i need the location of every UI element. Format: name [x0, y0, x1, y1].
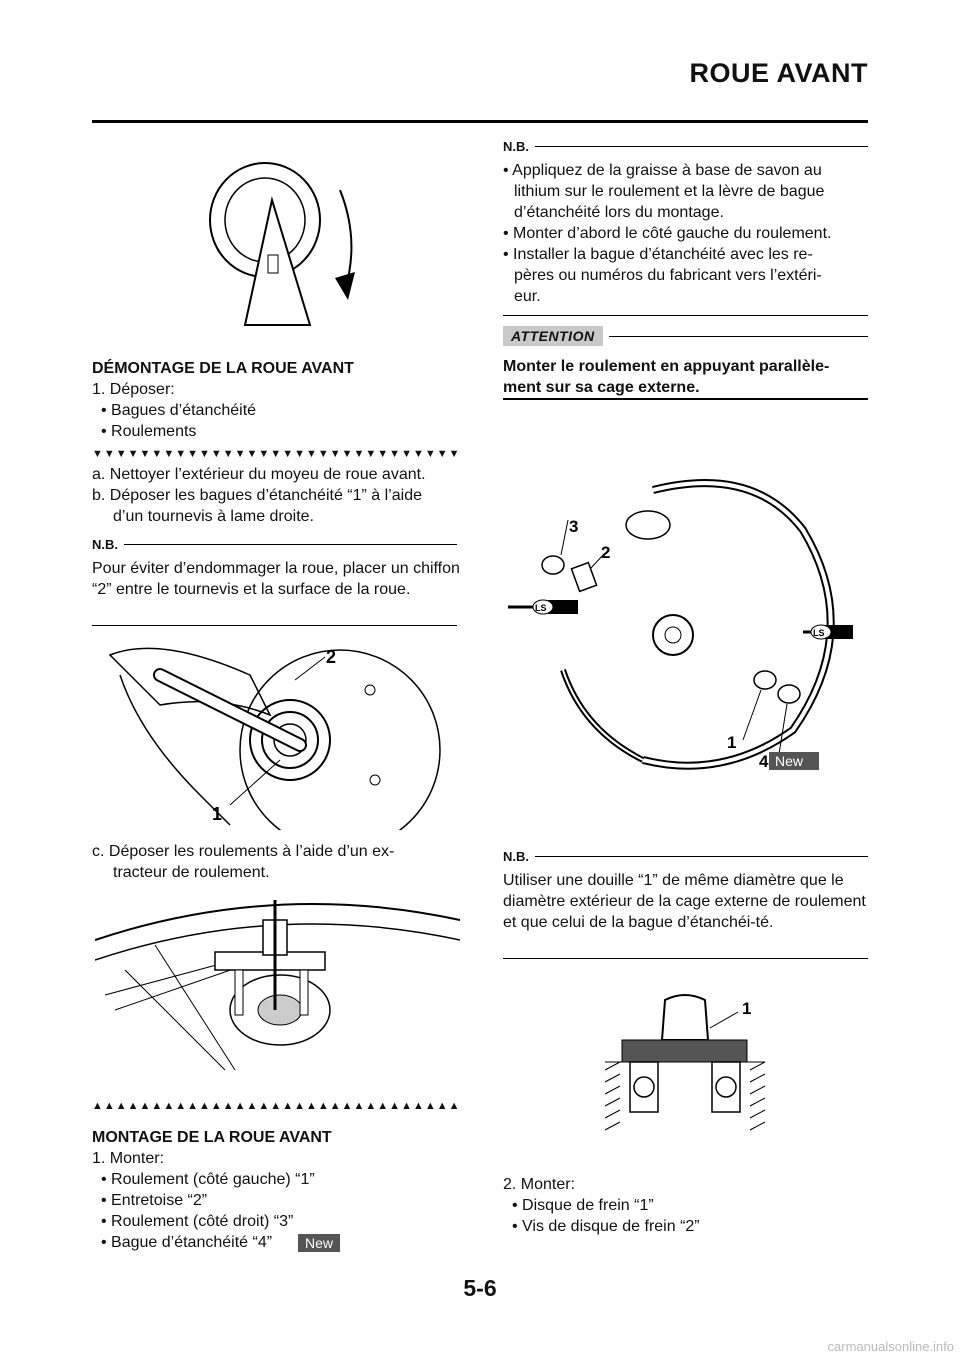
- list-item: • Bagues d’étanchéité: [101, 402, 257, 419]
- note-header: N.B.: [92, 537, 457, 552]
- wheel-stand-figure: [209, 162, 355, 326]
- callout-1: 1: [742, 999, 751, 1018]
- substep-a: a. Nettoyer l’extérieur du moyeu de roue…: [92, 466, 426, 483]
- list-item: • Roulement (côté gauche) “1”: [101, 1171, 315, 1188]
- substep-b-cont: d’un tournevis à lame droite.: [113, 508, 314, 525]
- header-divider: [92, 120, 868, 123]
- wheel-assembly-figure: LS LS 3 2 1 4 New: [508, 479, 853, 771]
- attention-badge: ATTENTION: [503, 326, 603, 346]
- ls-label-left: LS: [535, 603, 547, 613]
- ls-label-right: LS: [813, 628, 825, 638]
- section-title-removal: DÉMONTAGE DE LA ROUE AVANT: [92, 360, 354, 377]
- site-watermark: carmanualsonline.info: [827, 1339, 954, 1354]
- list-item: • Entretoise “2”: [101, 1192, 208, 1209]
- page-number: 5-6: [463, 1275, 497, 1301]
- procedure-end-marker: ▲▲▲▲▲▲▲▲▲▲▲▲▲▲▲▲▲▲▲▲▲▲▲▲▲▲▲▲▲▲▲▲▲▲▲: [92, 1100, 457, 1112]
- note-end-rule: [92, 625, 457, 626]
- list-item: eur.: [514, 288, 541, 305]
- attention-text-cont: ment sur sa cage externe.: [503, 379, 700, 396]
- list-item: • Bague d’étanchéité “4”: [101, 1234, 273, 1251]
- socket-install-figure: 1: [604, 994, 766, 1131]
- note-end-rule: [503, 958, 868, 959]
- attention-header: ATTENTION: [503, 326, 868, 346]
- substep-b: b. Déposer les bagues d’étanchéité “1” à…: [92, 487, 422, 504]
- attention-text: Monter le roulement en appuyant parallèl…: [503, 358, 830, 375]
- list-item: • Appliquez de la graisse à base de savo…: [503, 162, 822, 179]
- list-item: lithium sur le roulement et la lèvre de …: [514, 183, 825, 200]
- bearing-puller-figure: [95, 900, 460, 1071]
- list-item: • Vis de disque de frein “2”: [512, 1218, 700, 1235]
- list-item: • Roulements: [101, 423, 197, 440]
- list-item: • Installer la bague d’étanchéité avec l…: [503, 246, 813, 263]
- list-item: • Roulement (côté droit) “3”: [101, 1213, 294, 1230]
- step-1-install: 1. Monter:: [92, 1150, 165, 1167]
- list-item: d’étanchéité lors du montage.: [514, 204, 724, 221]
- callout-4: 4: [759, 752, 769, 771]
- substep-c-cont: tracteur de roulement.: [113, 864, 270, 881]
- note-header: N.B.: [503, 139, 868, 154]
- new-part-badge: New: [775, 753, 804, 769]
- list-item: • Disque de frein “1”: [512, 1197, 654, 1214]
- note-label: N.B.: [92, 537, 118, 552]
- note-end-rule: [503, 315, 868, 316]
- callout-3: 3: [569, 517, 578, 536]
- callout-2: 2: [601, 543, 610, 562]
- procedure-start-marker: ▼▼▼▼▼▼▼▼▼▼▼▼▼▼▼▼▼▼▼▼▼▼▼▼▼▼▼▼▼▼▼▼▼▼▼: [92, 448, 457, 460]
- note-header: N.B.: [503, 849, 868, 864]
- note-text: Utiliser une douille “1” de même diamètr…: [503, 872, 866, 931]
- page-title: ROUE AVANT: [689, 58, 868, 88]
- section-title-install: MONTAGE DE LA ROUE AVANT: [92, 1129, 332, 1146]
- callout-1: 1: [212, 804, 222, 824]
- step-1-removal: 1. Déposer:: [92, 381, 175, 398]
- callout-2: 2: [326, 647, 336, 667]
- list-item: pères ou numéros du fabricant vers l’ext…: [514, 267, 822, 284]
- note-label: N.B.: [503, 849, 529, 864]
- new-part-badge: New: [298, 1234, 341, 1252]
- list-item: • Monter d’abord le côté gauche du roule…: [503, 225, 832, 242]
- substep-c: c. Déposer les roulements à l’aide d’un …: [92, 843, 395, 860]
- seal-removal-figure: 1 2: [108, 647, 441, 830]
- attention-end-rule: [503, 398, 868, 400]
- note-label: N.B.: [503, 139, 529, 154]
- callout-1: 1: [727, 733, 736, 752]
- step-2-install: 2. Monter:: [503, 1176, 576, 1193]
- note-text: Pour éviter d’endommager la roue, placer…: [92, 560, 460, 598]
